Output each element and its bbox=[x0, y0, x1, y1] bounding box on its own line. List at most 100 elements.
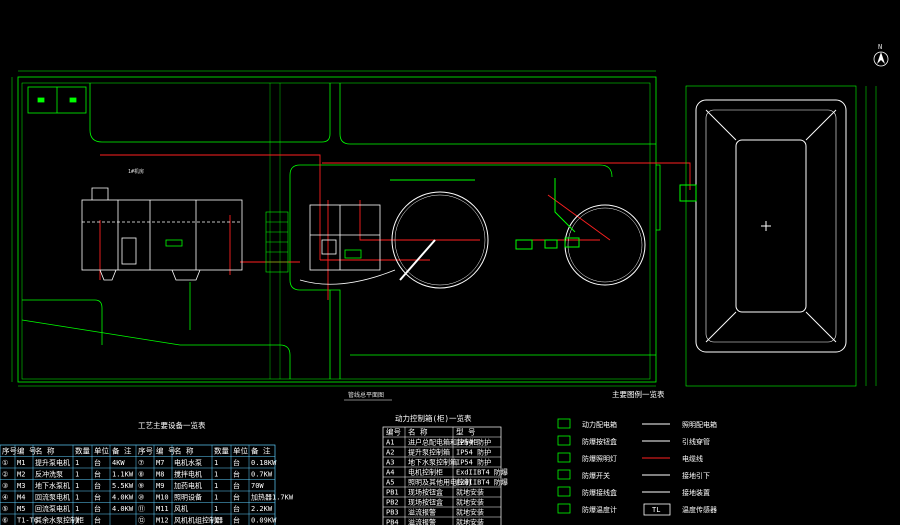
building-1-step bbox=[99, 269, 117, 281]
tank-1-outer bbox=[391, 191, 489, 289]
legend-row: 防爆接线盒 接地装置 bbox=[557, 486, 710, 497]
building-1 bbox=[81, 187, 243, 281]
table-cell: 就地安装 bbox=[456, 498, 484, 507]
table-cell: 溢流报警 bbox=[408, 508, 436, 517]
tank-2-equipment bbox=[515, 239, 533, 250]
tank-2-outer bbox=[564, 204, 646, 286]
table-header-cell: 名 称 bbox=[174, 446, 194, 456]
legend-symbol-label: 防爆接线盒 bbox=[582, 488, 617, 497]
table-cell: A4 bbox=[386, 469, 394, 477]
table-cell: 回流泵电机 bbox=[35, 493, 70, 502]
table-cell: M2 bbox=[17, 471, 25, 479]
table-cell: IP54 防护 bbox=[456, 458, 491, 467]
legend-symbol-icon bbox=[557, 418, 571, 429]
table-cell: 就地安装 bbox=[456, 508, 484, 517]
road-edge bbox=[279, 344, 291, 379]
table-cell: 台 bbox=[94, 504, 101, 513]
legend-symbol-icon bbox=[557, 503, 571, 514]
building-1-wall bbox=[81, 199, 243, 271]
legend-row: 防爆按钮盒引线穿管 bbox=[557, 435, 710, 446]
legend-symbol-label: 防爆照明灯 bbox=[582, 454, 617, 463]
pond-outer bbox=[695, 99, 847, 353]
table-header-cell: 编 号 bbox=[156, 446, 176, 456]
table-cell: 现场按钮盒 bbox=[408, 498, 443, 507]
equipment-block bbox=[344, 249, 362, 259]
tank-1 bbox=[390, 179, 489, 289]
table-cell: 0.7KW bbox=[251, 471, 273, 479]
storage-pond bbox=[679, 85, 877, 387]
table-header-cell: 序号 bbox=[2, 446, 17, 456]
north-arrow: N bbox=[873, 43, 889, 67]
table-cell: A1 bbox=[386, 439, 394, 447]
table-cell: ⑫ bbox=[138, 517, 145, 525]
table-cell: ⑩ bbox=[138, 494, 144, 502]
equipment-block bbox=[121, 237, 137, 265]
table-cell: ⑪ bbox=[138, 505, 145, 513]
pond-slope bbox=[805, 311, 837, 343]
table-cell: 照明设备 bbox=[174, 493, 202, 502]
table-cell: M4 bbox=[17, 494, 25, 502]
road-edge bbox=[339, 83, 656, 145]
building-1-step bbox=[171, 269, 201, 281]
pond-slope bbox=[705, 109, 737, 141]
control-box-table-title: 动力控制箱(柜)一览表 bbox=[395, 413, 472, 423]
table-cell: 溢流报警 bbox=[408, 518, 436, 525]
table-header-cell: 单位 bbox=[233, 446, 248, 456]
site-plan bbox=[11, 70, 661, 387]
legend-line-label: 接地装置 bbox=[682, 488, 710, 497]
table-cell: M5 bbox=[17, 505, 25, 513]
table-cell: 提升泵电机 bbox=[35, 458, 70, 467]
legend-line-label: 引线穿管 bbox=[682, 437, 710, 446]
table-cell: 1 bbox=[214, 494, 218, 502]
table-cell: 回流泵电机 bbox=[35, 504, 70, 513]
table-cell: ExdIIBT4 防爆 bbox=[456, 478, 508, 487]
table-header-cell: 数量 bbox=[214, 446, 229, 456]
road-edge bbox=[89, 83, 331, 143]
road-edge bbox=[22, 299, 103, 330]
table-cell: ④ bbox=[2, 494, 8, 502]
table-header-cell: 数量 bbox=[75, 446, 90, 456]
table-cell: 就地安装 bbox=[456, 518, 484, 525]
table-cell: 1 bbox=[214, 471, 218, 479]
north-label: N bbox=[878, 43, 882, 51]
table-cell: IP54 防护 bbox=[456, 448, 491, 457]
tank-2-inner bbox=[567, 207, 643, 283]
table-cell: 1 bbox=[75, 517, 79, 525]
tank-2-equipment bbox=[564, 237, 580, 248]
legend-row: 动力配电箱照明配电箱 bbox=[557, 418, 717, 429]
table-cell: M3 bbox=[17, 482, 25, 490]
building-2 bbox=[299, 204, 396, 285]
table-cell: 台 bbox=[233, 504, 240, 513]
table-cell: 加热器1.7KW bbox=[251, 493, 294, 502]
table-cell: 1.1KW bbox=[112, 471, 134, 479]
road-edge bbox=[289, 279, 341, 379]
table-cell: 1 bbox=[214, 505, 218, 513]
table-cell: 台 bbox=[233, 516, 240, 525]
equipment-table-frame bbox=[0, 444, 276, 525]
legend-line-label: 接地引下 bbox=[682, 471, 710, 480]
equipment-table-title: 工艺主要设备一览表 bbox=[138, 420, 206, 430]
table-cell: M8 bbox=[156, 471, 164, 479]
table-cell: 现场按钮盒 bbox=[408, 488, 443, 497]
table-cell: 台 bbox=[94, 481, 101, 490]
legend-title: 主要图例一览表 bbox=[612, 389, 665, 399]
table-cell: 台 bbox=[94, 470, 101, 479]
table-cell: ② bbox=[2, 471, 8, 479]
table-cell: 就地安装 bbox=[456, 488, 484, 497]
pond-equipment bbox=[679, 184, 697, 202]
table-cell: 台 bbox=[94, 516, 101, 525]
table-cell: 5.5KW bbox=[112, 482, 134, 490]
table-cell: T1-T6 bbox=[17, 517, 38, 525]
table-cell: ⑤ bbox=[2, 505, 8, 513]
road-edge bbox=[289, 164, 613, 178]
pond-rim bbox=[705, 109, 837, 343]
table-header-cell: 备 注 bbox=[251, 446, 271, 456]
pond-slope bbox=[805, 109, 837, 141]
